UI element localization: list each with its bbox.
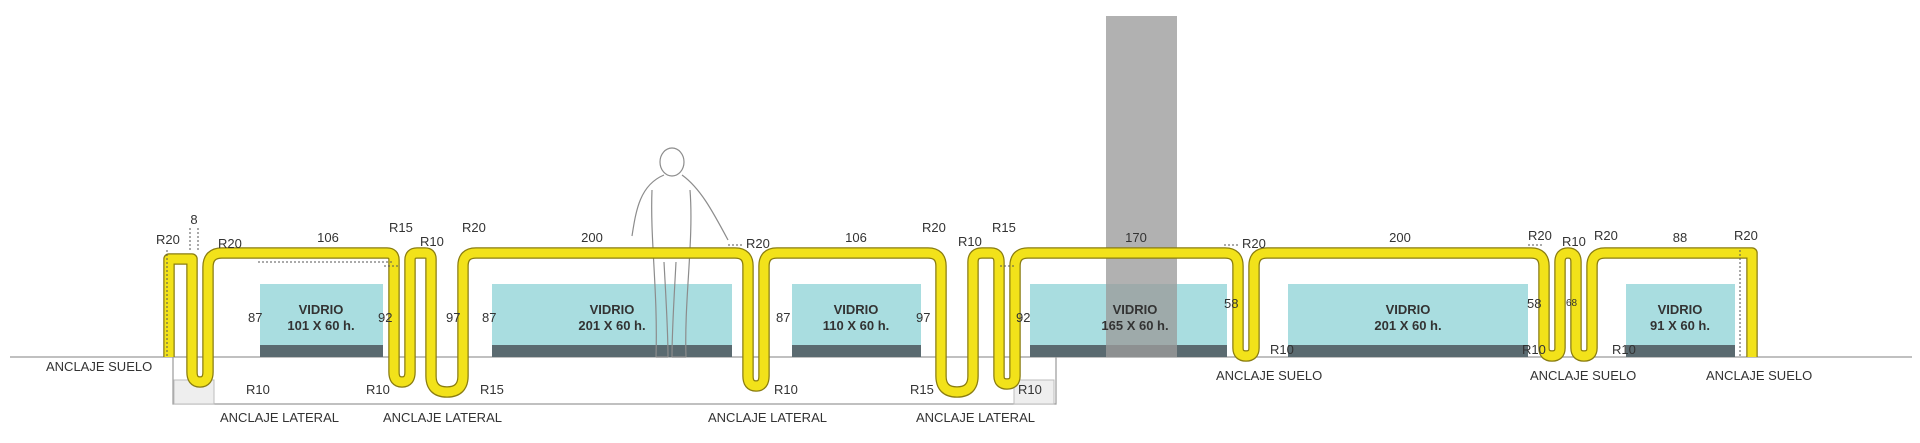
glass-5-title: VIDRIO — [1386, 302, 1431, 317]
glass-3-size: 110 X 60 h. — [823, 318, 890, 333]
glass-5-size: 201 X 60 h. — [1374, 318, 1441, 333]
radius-13: R20 — [1594, 228, 1618, 243]
dim-side-1: 87 — [248, 310, 262, 325]
radius-15: R10 — [246, 382, 270, 397]
anchor-lateral-label-2: ANCLAJE LATERAL — [383, 410, 502, 425]
radius-9: R15 — [992, 220, 1016, 235]
glass-panel-3 — [792, 284, 921, 357]
glass-panel-1 — [260, 284, 383, 357]
dim-top-5: 170 — [1125, 230, 1147, 245]
dim-side-5: 87 — [776, 310, 790, 325]
dim-side-3: 97 — [446, 310, 460, 325]
radius-14: R20 — [1734, 228, 1758, 243]
dim-side-7: 92 — [1016, 310, 1030, 325]
dim-side-2: 92 — [378, 310, 392, 325]
radius-18: R10 — [774, 382, 798, 397]
glass-4-size: 165 X 60 h. — [1101, 318, 1168, 333]
anchor-plate-right — [1013, 379, 1055, 405]
dim-top-2: 106 — [317, 230, 339, 245]
radius-10: R20 — [1242, 236, 1266, 251]
dim-top-3: 200 — [581, 230, 603, 245]
radius-22: R10 — [1522, 342, 1546, 357]
glass-2-title: VIDRIO — [590, 302, 635, 317]
radius-4: R10 — [420, 234, 444, 249]
dim-top-7: 88 — [1673, 230, 1687, 245]
handrail — [163, 247, 1758, 398]
radius-11: R20 — [1528, 228, 1552, 243]
radius-3: R15 — [389, 220, 413, 235]
glass-6-size: 91 X 60 h. — [1650, 318, 1710, 333]
glass-4-title: VIDRIO — [1113, 302, 1158, 317]
anchor-lateral-label-4: ANCLAJE LATERAL — [916, 410, 1035, 425]
anchor-floor-label-1: ANCLAJE SUELO — [46, 359, 152, 374]
dim-top-1: 8 — [190, 212, 197, 227]
dim-side-10: 68 — [1566, 298, 1578, 309]
radius-21: R10 — [1270, 342, 1294, 357]
glass-2-size: 201 X 60 h. — [578, 318, 645, 333]
radius-2: R20 — [218, 236, 242, 251]
glass-6-title: VIDRIO — [1658, 302, 1703, 317]
radius-12: R10 — [1562, 234, 1586, 249]
anchor-lateral-label-1: ANCLAJE LATERAL — [220, 410, 339, 425]
radius-19: R15 — [910, 382, 934, 397]
radius-16: R10 — [366, 382, 390, 397]
radius-8: R10 — [958, 234, 982, 249]
glass-1-size: 101 X 60 h. — [287, 318, 354, 333]
anchor-floor-label-2: ANCLAJE SUELO — [1216, 368, 1322, 383]
anchor-floor-label-3: ANCLAJE SUELO — [1530, 368, 1636, 383]
concrete-column — [1106, 16, 1177, 357]
radius-20: R10 — [1018, 382, 1042, 397]
dim-side-8: 58 — [1224, 296, 1238, 311]
dim-side-9: 58 — [1527, 296, 1541, 311]
glass-panel-2 — [492, 284, 732, 357]
glass-3-title: VIDRIO — [834, 302, 879, 317]
radius-23: R10 — [1612, 342, 1636, 357]
glass-1-title: VIDRIO — [299, 302, 344, 317]
dim-side-4: 87 — [482, 310, 496, 325]
radius-1: R20 — [156, 232, 180, 247]
lateral-anchor-base — [172, 357, 1057, 405]
dim-side-6: 97 — [916, 310, 930, 325]
dimension-ticks — [166, 228, 1741, 357]
anchor-floor-label-4: ANCLAJE SUELO — [1706, 368, 1812, 383]
radius-6: R20 — [746, 236, 770, 251]
glass-panel-5 — [1288, 284, 1528, 357]
radius-17: R15 — [480, 382, 504, 397]
radius-7: R20 — [922, 220, 946, 235]
anchor-lateral-label-3: ANCLAJE LATERAL — [708, 410, 827, 425]
glass-panel-6 — [1626, 284, 1735, 357]
radius-5: R20 — [462, 220, 486, 235]
dim-top-6: 200 — [1389, 230, 1411, 245]
dim-top-4: 106 — [845, 230, 867, 245]
human-figure — [631, 147, 729, 358]
